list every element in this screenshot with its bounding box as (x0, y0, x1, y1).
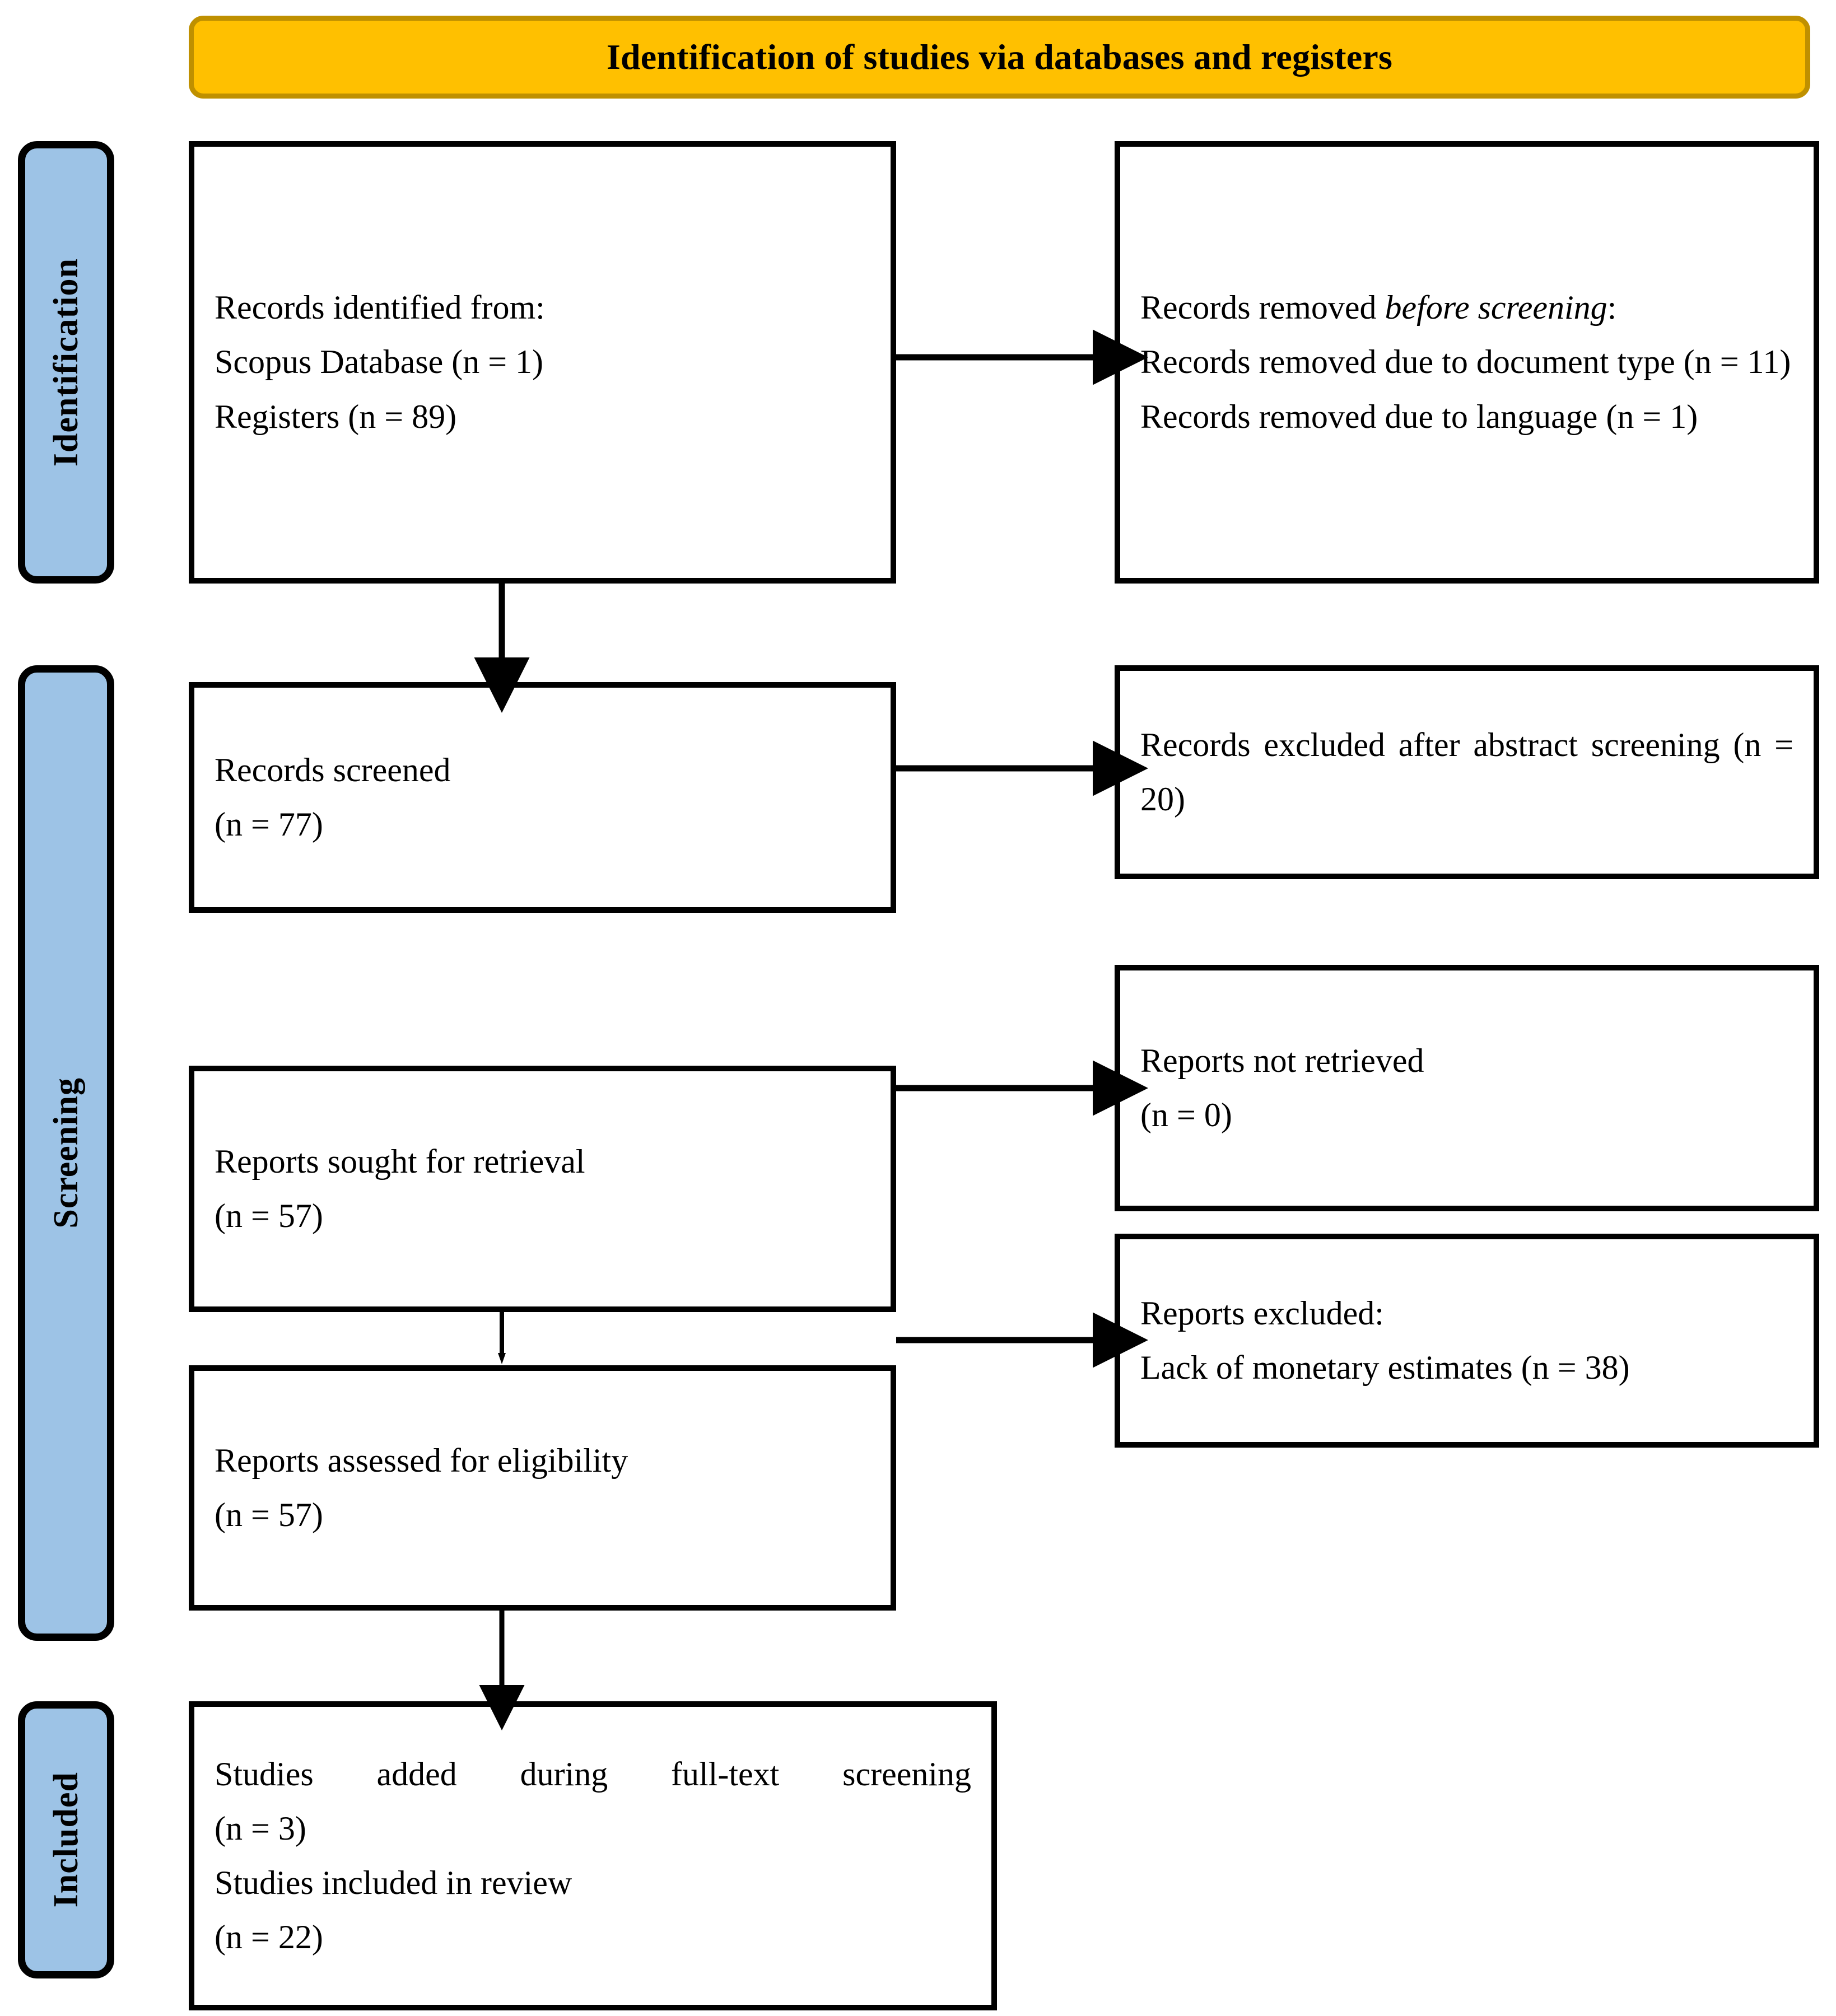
stage-label-identification: Identification (18, 141, 114, 584)
studies-included-line-2: (n = 3) (215, 1809, 306, 1847)
reports-excluded-line-2: Lack of monetary estimates (n = 38) (1140, 1349, 1630, 1386)
studies-included-line-1: Studies added during full-text screening (215, 1755, 971, 1793)
box-reports-assessed: Reports assessed for eligibility (n = 57… (189, 1365, 896, 1611)
box-reports-sought: Reports sought for retrieval (n = 57) (189, 1066, 896, 1312)
stage-label-screening: Screening (18, 665, 114, 1641)
records-removed-line-1: Records removed due to document type (n … (1140, 343, 1791, 381)
box-studies-included: Studies added during full-text screening… (189, 1701, 997, 2010)
records-identified-line-1: Records identified from: (215, 289, 545, 326)
reports-excluded-line-1: Reports excluded: (1140, 1294, 1384, 1332)
records-removed-heading-italic: before screening (1385, 289, 1607, 326)
records-screened-line-2: (n = 77) (215, 806, 323, 843)
reports-sought-line-1: Reports sought for retrieval (215, 1142, 585, 1180)
studies-included-line-3: Studies included in review (215, 1864, 572, 1901)
stage-label-included: Included (18, 1701, 114, 1978)
diagram-title: Identification of studies via databases … (606, 36, 1393, 77)
reports-not-retrieved-line-1: Reports not retrieved (1140, 1042, 1424, 1079)
box-records-identified: Records identified from: Scopus Database… (189, 141, 896, 584)
reports-assessed-line-1: Reports assessed for eligibility (215, 1441, 628, 1479)
diagram-header-banner: Identification of studies via databases … (189, 16, 1810, 99)
records-removed-heading-prefix: Records removed (1140, 289, 1385, 326)
records-identified-line-2: Scopus Database (n = 1) (215, 343, 544, 381)
box-records-screened: Records screened (n = 77) (189, 682, 896, 913)
reports-not-retrieved-line-2: (n = 0) (1140, 1096, 1232, 1133)
box-reports-not-retrieved: Reports not retrieved (n = 0) (1115, 965, 1819, 1211)
records-removed-line-2: Records removed due to language (n = 1) (1140, 398, 1698, 435)
studies-included-line-4: (n = 22) (215, 1919, 323, 1956)
records-screened-line-1: Records screened (215, 751, 451, 788)
records-removed-heading-suffix: : (1607, 289, 1617, 326)
reports-assessed-line-2: (n = 57) (215, 1496, 323, 1533)
reports-sought-line-2: (n = 57) (215, 1197, 323, 1234)
records-removed-heading: Records removed before screening: (1140, 281, 1793, 335)
box-records-removed: Records removed before screening: Record… (1115, 141, 1819, 584)
box-reports-excluded: Reports excluded: Lack of monetary estim… (1115, 1234, 1819, 1448)
records-identified-line-3: Registers (n = 89) (215, 398, 457, 435)
